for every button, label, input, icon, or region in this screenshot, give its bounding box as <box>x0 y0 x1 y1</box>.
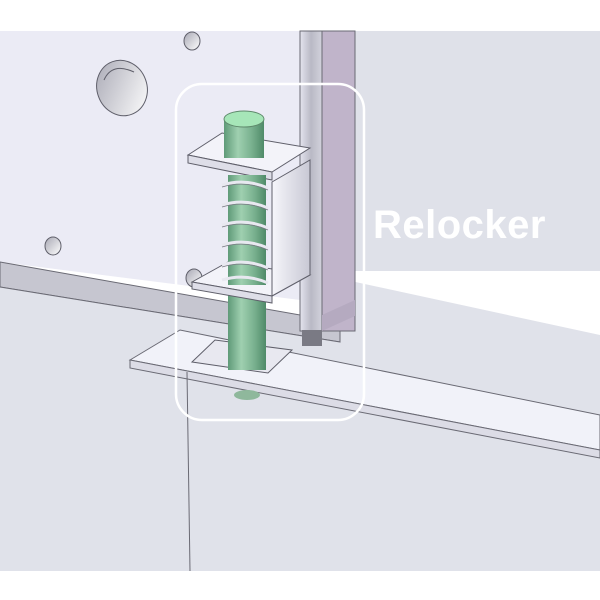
small-hole-icon <box>183 31 201 51</box>
pin-top-icon <box>223 110 265 128</box>
large-hole-icon <box>96 59 148 117</box>
relocker-pin <box>228 290 266 400</box>
highlight-box <box>174 82 366 422</box>
mounting-holes <box>44 31 203 288</box>
vertical-rail <box>299 30 356 346</box>
small-hole-icon <box>44 236 62 256</box>
pin-upper <box>223 110 266 285</box>
relocker-label: Relocker <box>373 203 546 247</box>
spring <box>221 180 269 285</box>
